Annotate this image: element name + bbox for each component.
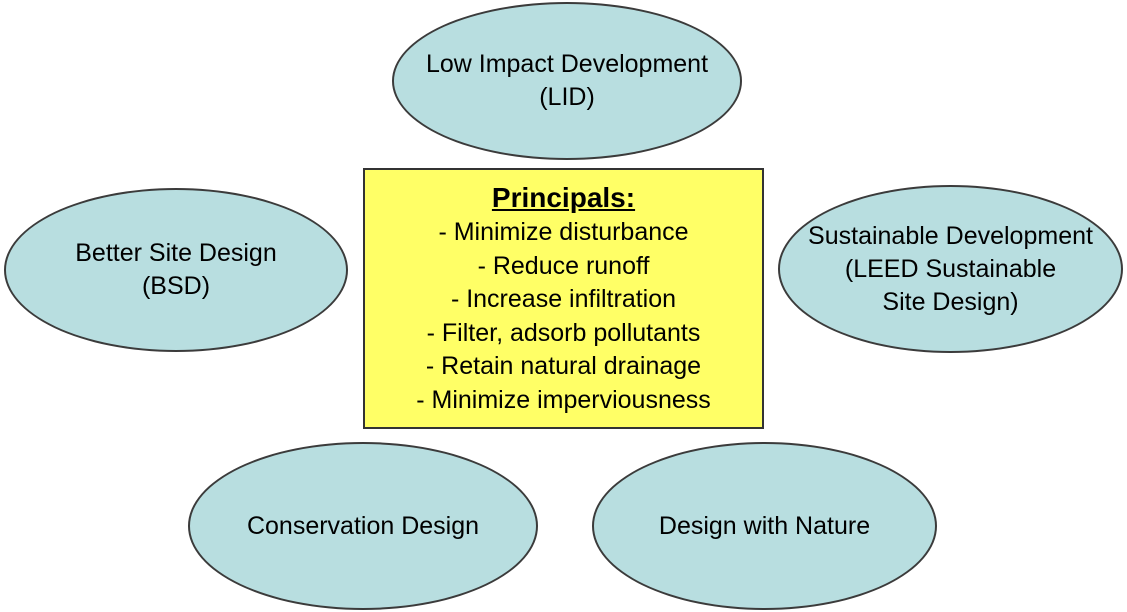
ellipse-label-line: (BSD) [141,272,211,300]
ellipse-label-line: Design with Nature [658,511,871,540]
principal-item: - Minimize imperviousness [416,385,711,414]
principals-title: Principals: [491,182,636,213]
ellipse-conservation-design: Conservation Design [188,442,538,610]
ellipse-label-line: Better Site Design [75,239,277,267]
ellipse-design-with-nature: Design with Nature [592,442,937,610]
ellipse-label-line: Sustainable Development [808,221,1093,250]
ellipse-low-impact-development: Low Impact Development (LID) [392,2,742,160]
principal-item: - Minimize disturbance [438,218,689,246]
principals-box: Principals: - Minimize disturbance - Red… [363,168,764,429]
ellipse-label-line: (LID) [539,83,595,111]
ellipse-label-line: Conservation Design [246,511,480,540]
ellipse-label-line: Low Impact Development [425,50,709,78]
ellipse-better-site-design: Better Site Design (BSD) [4,188,348,352]
ellipse-label-line: (LEED Sustainable [844,254,1057,283]
ellipse-label-line: Site Design) [882,287,1019,316]
principal-item: - Filter, adsorb pollutants [426,318,701,347]
principal-item: - Increase infiltration [450,285,677,313]
ellipse-sustainable-development: Sustainable Development (LEED Sustainabl… [778,185,1123,353]
principal-item: - Retain natural drainage [425,352,702,380]
principal-item: - Reduce runoff [477,251,650,280]
